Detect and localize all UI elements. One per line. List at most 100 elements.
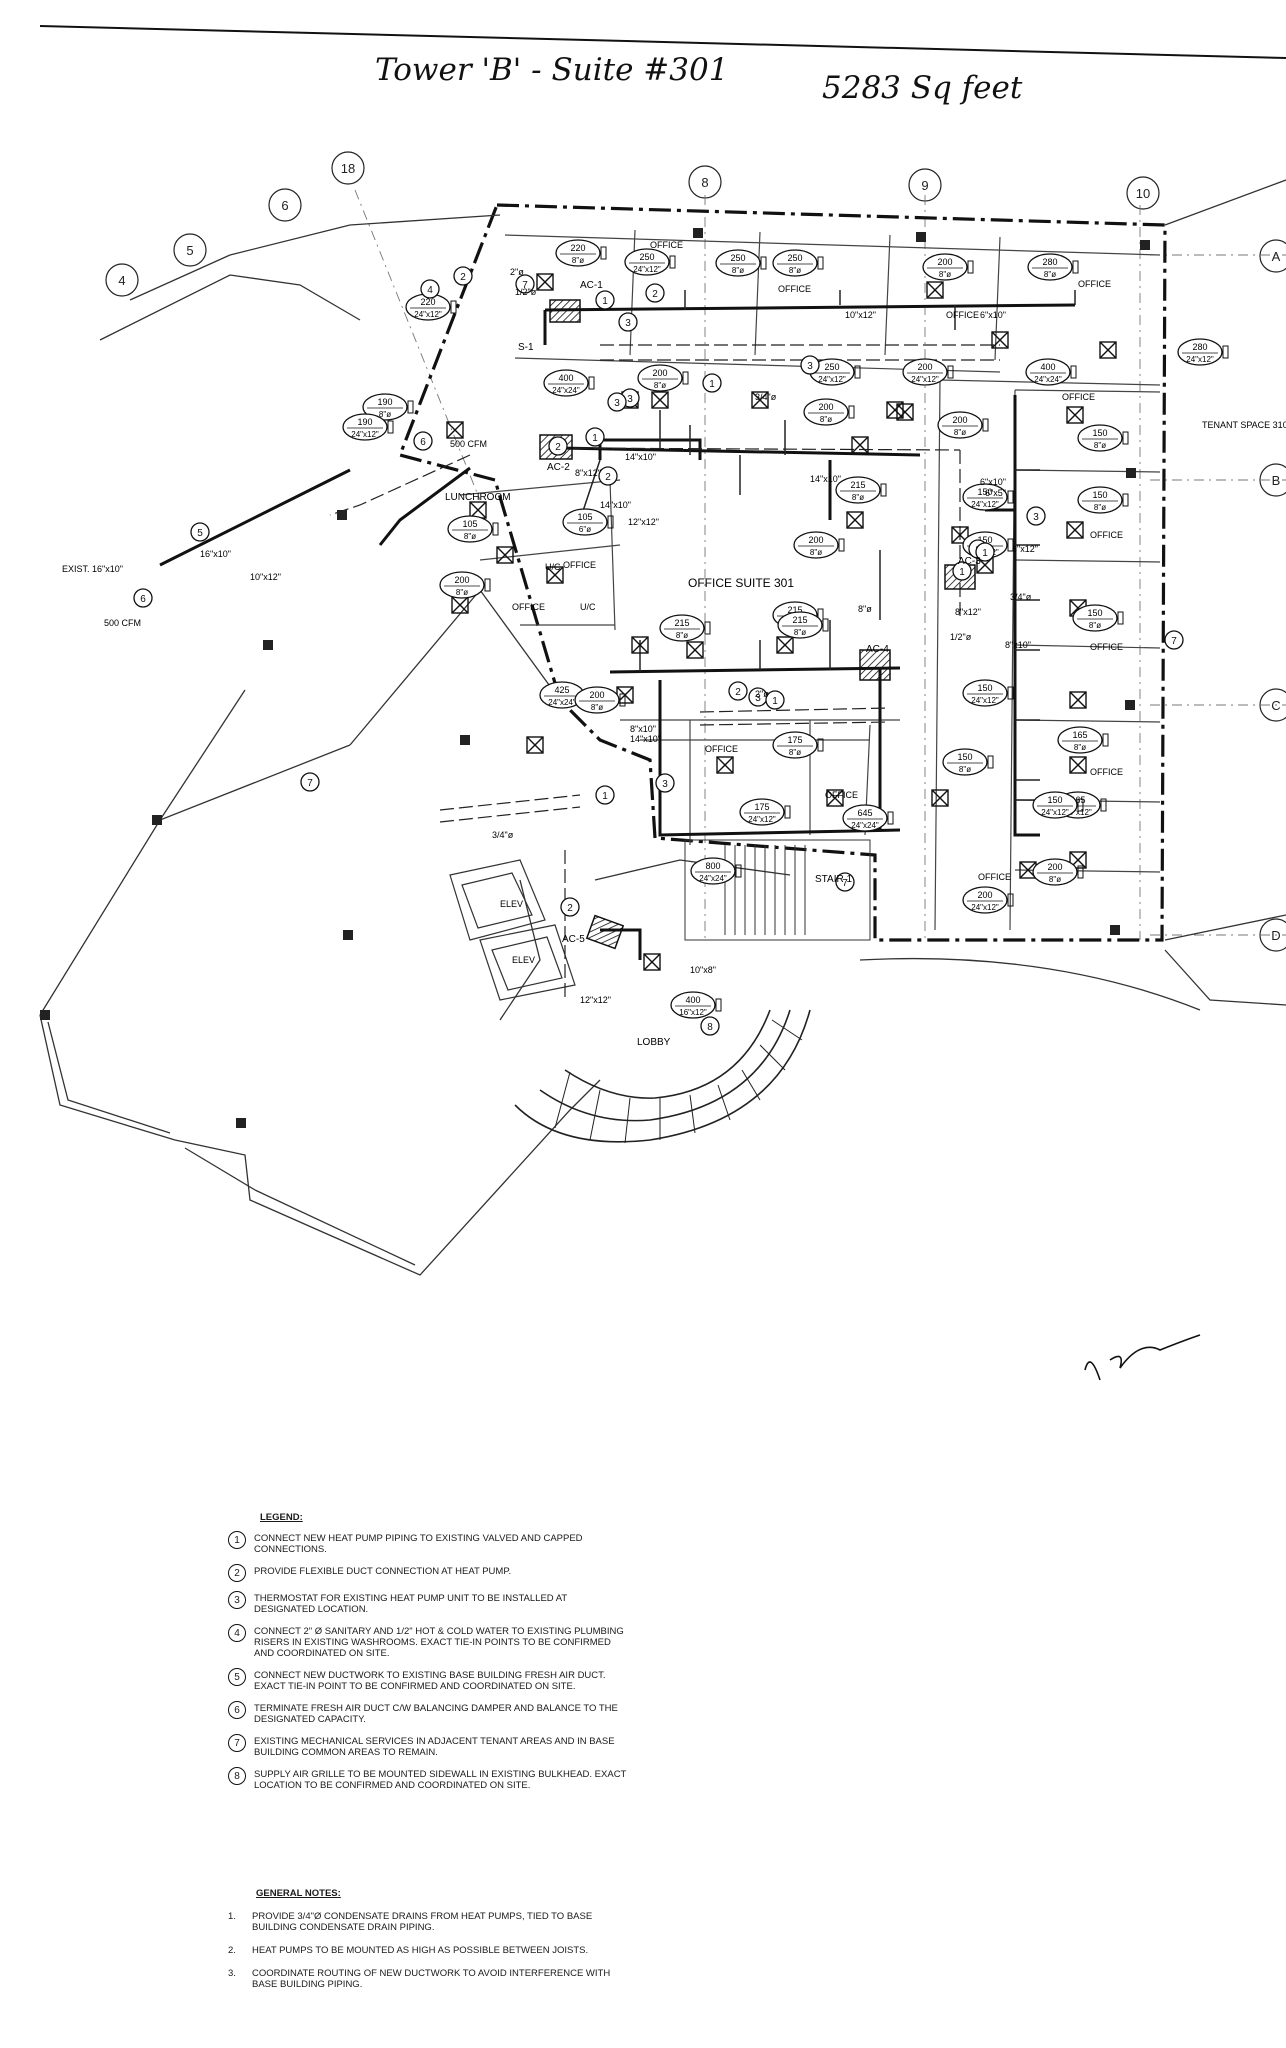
cfm-value: 400: [558, 373, 573, 383]
cfm-value: 200: [917, 362, 932, 372]
svg-text:1: 1: [592, 433, 598, 444]
svg-text:2: 2: [652, 289, 658, 300]
cfm-value: 215: [674, 618, 689, 628]
diffuser: [1069, 691, 1087, 709]
cfm-value: 150: [977, 535, 992, 545]
grille-size: 24"x12": [971, 903, 999, 912]
office-label: OFFICE: [1062, 392, 1095, 402]
cfm-value: 200: [952, 415, 967, 425]
cfm-tag: 400 24"x24": [1025, 358, 1077, 386]
callout-1: 1: [702, 373, 722, 393]
grille-size: 24"x12": [1064, 808, 1092, 817]
grille-size: 8"ø: [1049, 875, 1061, 884]
diffuser: [1066, 521, 1084, 539]
callout-3: 3: [607, 392, 627, 412]
office-label: OFFICE: [1090, 642, 1123, 652]
elev-label-1: ELEV: [500, 899, 523, 909]
svg-text:4: 4: [427, 285, 433, 296]
diffuser: [926, 281, 944, 299]
cfm-tag: 400 24"x24": [543, 369, 595, 397]
ac-3-unit: [549, 299, 581, 323]
cfm-value: 250: [639, 252, 654, 262]
legend-text: CONNECT NEW DUCTWORK TO EXISTING BASE BU…: [254, 1670, 606, 1692]
svg-text:2: 2: [567, 903, 573, 914]
duct-branches: [579, 290, 1076, 801]
stair-label: STAIR 1: [815, 874, 852, 885]
duct-size-label: 6"x5": [985, 488, 1006, 498]
office-label: OFFICE: [705, 744, 738, 754]
general-note-item: 2.HEAT PUMPS TO BE MOUNTED AS HIGH AS PO…: [228, 1945, 628, 1956]
callout-7: 7: [1164, 630, 1184, 650]
cfm-value: 215: [787, 605, 802, 615]
grid-bubble-label: 5: [186, 243, 193, 258]
grille-size: 8"ø: [464, 532, 476, 541]
diffuser: [751, 391, 769, 409]
note-text: PROVIDE 3/4"ø CONDENSATE DRAINS FROM HEA…: [252, 1911, 593, 1933]
svg-text:5: 5: [197, 528, 203, 539]
legend-text: CONNECT NEW HEAT PUMP PIPING TO EXISTING…: [254, 1533, 583, 1555]
callout-3: 3: [618, 312, 638, 332]
grille-size: 24"x24": [552, 386, 580, 395]
grille-size: 8"ø: [820, 415, 832, 424]
cfm-value: 800: [705, 861, 720, 871]
grille-size: 8"ø: [456, 588, 468, 597]
duct-size-label: 10"x12": [845, 310, 876, 320]
grille-size: 8"ø: [789, 748, 801, 757]
grille-size: 8"ø: [1094, 503, 1106, 512]
piping: [329, 344, 1000, 1000]
grille-size: 8"ø: [591, 703, 603, 712]
cfm-value: 250: [787, 253, 802, 263]
cfm-label-2: 500 CFM: [450, 439, 487, 449]
grille-size: 24"x12": [971, 500, 999, 509]
callout-6: 6: [133, 588, 153, 608]
cfm-value: 165: [1072, 730, 1087, 740]
grille-size: 8"ø: [794, 628, 806, 637]
duct-size-labels: 16"x10"10"x12"10"x12"6"x10"14"x10"14"x10…: [200, 267, 1038, 1005]
svg-text:2: 2: [735, 687, 741, 698]
cfm-value: 150: [1092, 490, 1107, 500]
heat-pumps: [539, 299, 976, 950]
legend-text: TERMINATE FRESH AIR DUCT C/W BALANCING D…: [254, 1703, 618, 1725]
base-building-outline: [39, 179, 1286, 1276]
cfm-value: 645: [857, 808, 872, 818]
grille-size: 24"x12": [748, 815, 776, 824]
uc-label-2: U/C: [580, 602, 596, 612]
office-label: OFFICE: [1090, 767, 1123, 777]
cfm-value: 215: [850, 480, 865, 490]
duct-size-label: 1/2"ø: [515, 287, 537, 297]
grille-size: 6"ø: [579, 525, 591, 534]
grille-size: 24"x24": [1034, 375, 1062, 384]
legend-number: 1: [228, 1531, 246, 1549]
svg-text:2: 2: [605, 472, 611, 483]
cfm-value: 400: [1040, 362, 1055, 372]
office-label: OFFICE: [778, 284, 811, 294]
lobby-curve: [514, 1009, 811, 1143]
grille-size: 8"ø: [1089, 621, 1101, 630]
grille-size: 24"x12": [1186, 355, 1214, 364]
office-labels: OFFICEOFFICEOFFICEOFFICEOFFICEOFFICEOFFI…: [512, 240, 1123, 882]
diffuser: [651, 391, 669, 409]
duct-size-label: 12"x12": [580, 995, 611, 1005]
duct-size-label: 12"x12": [628, 517, 659, 527]
ac-2-unit: [585, 914, 625, 950]
lobby-label: LOBBY: [637, 1037, 671, 1048]
grid-bubble-label: 10: [1136, 186, 1150, 201]
cfm-value: 280: [1042, 257, 1057, 267]
svg-text:1: 1: [959, 567, 965, 578]
grille-size: 8"ø: [789, 266, 801, 275]
duct-size-label: 3/4"ø: [755, 392, 777, 402]
duct-size-label: 10"x8": [690, 965, 716, 975]
